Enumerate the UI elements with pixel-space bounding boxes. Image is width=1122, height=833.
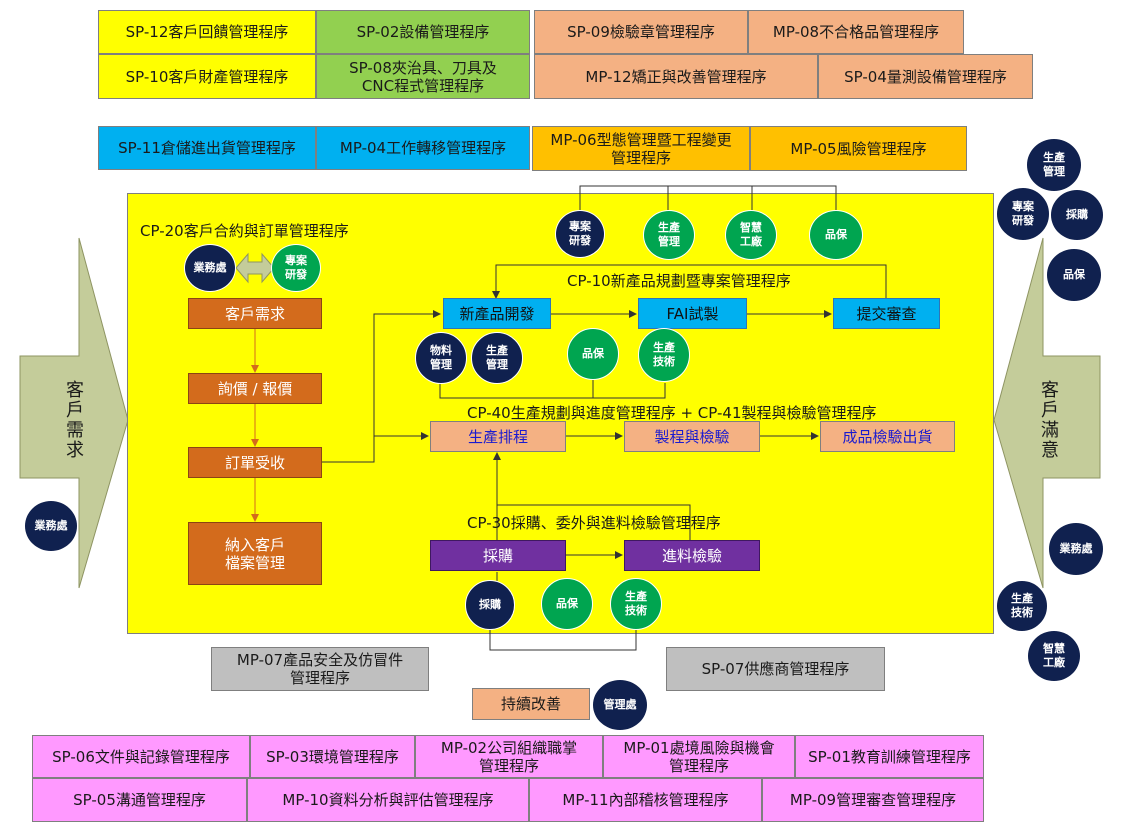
circle-sales-left: 業務處 [24,500,78,552]
circle-purchasing-right: 採購 [1050,189,1104,241]
circle-material-mgmt: 物料 管理 [415,332,467,384]
proc-sp12: SP-12客戶回饋管理程序 [98,10,316,54]
cp40-title: CP-40生產規劃與進度管理程序 + CP-41製程與檢驗管理程序 [467,404,877,422]
right-arrow-shape [993,237,1101,589]
circle-production-mgmt-right: 生產 管理 [1026,138,1082,192]
circle-sales: 業務處 [184,244,236,292]
proc-mp10: MP-10資料分析與評估管理程序 [247,778,529,822]
circle-production-tech-mid: 生產 技術 [638,328,690,382]
circle-production-tech-right: 生產 技術 [996,580,1048,632]
proc-sp04: SP-04量測設備管理程序 [818,54,1033,99]
double-arrow-icon [235,252,275,284]
proc-mp11: MP-11內部稽核管理程序 [529,778,762,822]
circle-qa-top: 品保 [809,210,863,260]
circle-smart-factory-top: 智慧 工廠 [725,210,777,260]
step-fai-trial: FAI試製 [638,298,747,329]
continuous-improvement: 持續改善 [472,688,590,720]
circle-smart-factory-right: 智慧 工廠 [1027,630,1081,682]
step-process-inspection: 製程與檢驗 [624,421,760,452]
proc-mp08: MP-08不合格品管理程序 [748,10,964,54]
circle-project-rd-top: 專案 研發 [555,210,605,258]
proc-mp09: MP-09管理審查管理程序 [762,778,984,822]
proc-mp07: MP-07產品安全及仿冒件 管理程序 [211,647,429,691]
right-arrow-label: 客戶滿意 [1038,380,1059,460]
proc-mp06: MP-06型態管理暨工程變更 管理程序 [532,126,750,171]
proc-sp08: SP-08夾治具、刀具及 CNC程式管理程序 [316,54,530,99]
cp20-title: CP-20客戶合約與訂單管理程序 [140,222,349,240]
proc-sp06: SP-06文件與記錄管理程序 [32,735,250,778]
proc-sp10: SP-10客戶財產管理程序 [98,54,316,99]
step-submit-review: 提交審查 [833,298,940,329]
step-customer-file: 納入客戶 檔案管理 [188,522,322,585]
proc-mp12: MP-12矯正與改善管理程序 [534,54,818,99]
proc-sp03: SP-03環境管理程序 [250,735,415,778]
step-new-product-dev: 新產品開發 [443,298,551,329]
circle-management: 管理處 [592,679,648,731]
step-purchasing: 採購 [430,540,566,571]
circle-production-mgmt-top: 生產 管理 [643,210,695,260]
circle-qa-mid: 品保 [567,328,619,380]
circle-sales-right: 業務處 [1048,522,1104,576]
step-customer-demand: 客戶需求 [188,298,322,329]
proc-mp01: MP-01處境風險與機會 管理程序 [603,735,795,778]
proc-sp09: SP-09檢驗章管理程序 [534,10,748,54]
proc-sp01: SP-01教育訓練管理程序 [795,735,984,778]
circle-purchasing: 採購 [465,580,515,630]
circle-qa-bottom: 品保 [541,578,593,630]
proc-sp07: SP-07供應商管理程序 [666,647,885,691]
circle-qa-right: 品保 [1046,248,1102,302]
proc-mp02: MP-02公司組織職掌 管理程序 [415,735,603,778]
step-inquiry-quote: 詢價 / 報價 [188,373,322,404]
proc-sp05: SP-05溝通管理程序 [32,778,247,822]
circle-project-rd-right: 專案 研發 [996,187,1050,241]
step-incoming-inspection: 進料檢驗 [624,540,760,571]
step-final-inspection-ship: 成品檢驗出貨 [820,421,955,452]
proc-sp11: SP-11倉儲進出貨管理程序 [98,126,316,170]
step-order-receipt: 訂單受收 [188,447,322,478]
circle-project-rd: 專案 研發 [271,244,321,292]
circle-production-tech-bottom: 生產 技術 [610,578,662,630]
proc-mp05: MP-05風險管理程序 [750,126,967,171]
cp30-title: CP-30採購、委外與進料檢驗管理程序 [467,514,721,532]
circle-production-mgmt-mid: 生產 管理 [471,332,523,384]
left-arrow-shape [19,237,129,589]
cp10-title: CP-10新產品規劃暨專案管理程序 [567,272,791,290]
step-production-schedule: 生產排程 [430,421,566,452]
left-arrow-label: 客戶需求 [63,380,84,460]
proc-sp02: SP-02設備管理程序 [316,10,530,54]
proc-mp04: MP-04工作轉移管理程序 [316,126,530,170]
